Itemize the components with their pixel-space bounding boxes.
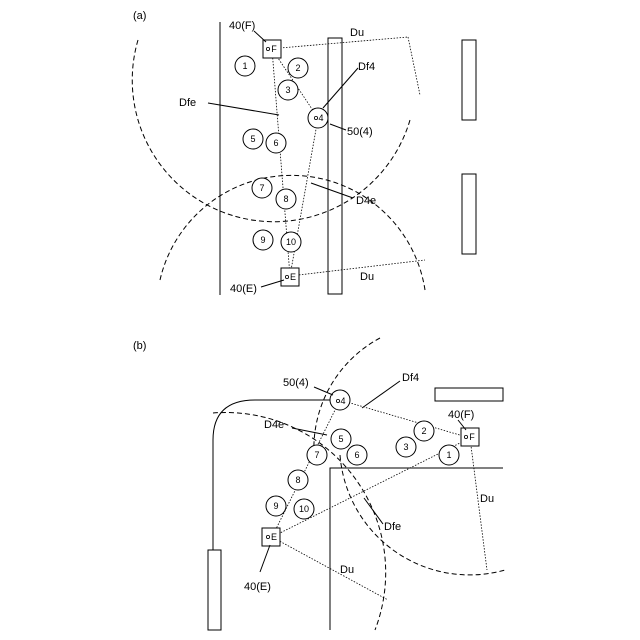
panel-a-circle-10: 10: [281, 232, 301, 252]
panel-a-label: (a): [133, 10, 146, 22]
svg-text:8: 8: [295, 475, 300, 485]
panel-b-du-bottom-label: Du: [340, 564, 354, 576]
panel-b-circle-7: 7: [307, 445, 327, 465]
svg-text:10: 10: [299, 504, 309, 514]
panel-b-label: (b): [133, 340, 146, 352]
panel-b-bottom-left-wall: [208, 550, 221, 630]
svg-text:9: 9: [260, 235, 265, 245]
svg-text:2: 2: [421, 426, 426, 436]
panel-a-device-4-label: 50(4): [347, 126, 373, 138]
panel-a-circle-6: 6: [266, 133, 286, 153]
svg-text:7: 7: [314, 450, 319, 460]
panel-b-circle-2: 2: [414, 421, 434, 441]
panel-a-circle-8: 8: [276, 189, 296, 209]
svg-text:5: 5: [250, 134, 255, 144]
panel-b-arc-f: [340, 455, 505, 575]
panel-a-circle-1: 1: [235, 56, 255, 76]
panel-b-du-right-label: Du: [480, 493, 494, 505]
svg-text:5: 5: [338, 434, 343, 444]
panel-b: (b) 1 2 3 5 6 7 8 9 10 4: [133, 338, 505, 630]
panel-b-device-e-label: 40(E): [244, 581, 271, 593]
panel-a-right-wall-top: [462, 40, 476, 120]
panel-a-d4e-label: D4e: [356, 195, 376, 207]
panel-a-du-bottom-label: Du: [360, 271, 374, 283]
panel-a-device-f-label: 40(F): [229, 20, 255, 32]
panel-b-device-4-label: 50(4): [283, 377, 309, 389]
panel-a-device-f: F: [263, 40, 281, 58]
panel-a-du-line-top-end: [408, 37, 420, 95]
panel-b-leader-4: [314, 387, 333, 395]
panel-b-leader-dfe: [364, 498, 383, 524]
panel-a-df4-label: Df4: [358, 61, 375, 73]
svg-text:1: 1: [446, 450, 451, 460]
panel-b-df4-label: Df4: [402, 372, 419, 384]
svg-text:3: 3: [285, 85, 290, 95]
panel-b-circle-10: 10: [294, 499, 314, 519]
panel-a-du-line-bottom: [290, 260, 425, 276]
svg-text:9: 9: [273, 501, 278, 511]
panel-a-circle-5: 5: [243, 129, 263, 149]
panel-a-circle-2: 2: [288, 58, 308, 78]
panel-a-dfe-label: Dfe: [179, 97, 196, 109]
panel-a-right-wall-bottom: [462, 174, 476, 254]
svg-text:6: 6: [273, 138, 278, 148]
svg-text:E: E: [290, 272, 296, 282]
svg-text:4: 4: [318, 113, 323, 123]
panel-b-top-right-wall: [435, 388, 503, 401]
panel-b-d4e-label: D4e: [264, 419, 284, 431]
svg-text:4: 4: [340, 396, 345, 406]
panel-b-device-e: E: [262, 528, 280, 546]
panel-a-center-wall: [328, 38, 342, 294]
panel-b-dfe-label: Dfe: [384, 521, 401, 533]
svg-text:1: 1: [242, 61, 247, 71]
panel-b-circle-8: 8: [288, 470, 308, 490]
panel-a-leader-dfe: [208, 103, 279, 115]
panel-b-leader-d4e: [292, 428, 327, 435]
panel-b-circle-5: 5: [331, 429, 351, 449]
panel-a: (a) 1 2 3 5 6 7 8 9 10 4: [132, 10, 476, 295]
panel-a-leader-f: [254, 31, 266, 42]
svg-text:6: 6: [354, 450, 359, 460]
panel-a-circle-9: 9: [253, 230, 273, 250]
panel-b-device-f: F: [461, 428, 479, 446]
panel-b-leader-df4: [362, 381, 400, 408]
panel-b-leader-e: [260, 545, 270, 572]
panel-a-device-4: 4: [308, 108, 328, 128]
panel-b-circle-3: 3: [396, 437, 416, 457]
panel-b-circle-6: 6: [347, 445, 367, 465]
panel-a-du-top-label: Du: [350, 27, 364, 39]
panel-a-device-e: E: [281, 268, 299, 286]
panel-b-circle-1: 1: [439, 445, 459, 465]
panel-b-circle-9: 9: [266, 496, 286, 516]
svg-text:2: 2: [295, 63, 300, 73]
svg-text:3: 3: [403, 442, 408, 452]
svg-text:F: F: [271, 44, 277, 54]
svg-text:8: 8: [283, 194, 288, 204]
svg-text:7: 7: [259, 183, 264, 193]
panel-a-du-line-top: [280, 37, 408, 48]
panel-b-device-4: 4: [330, 390, 350, 410]
panel-a-device-e-label: 40(E): [230, 283, 257, 295]
panel-a-circle-3: 3: [278, 80, 298, 100]
panel-b-device-f-label: 40(F): [448, 409, 474, 421]
panel-a-circle-7: 7: [252, 178, 272, 198]
svg-text:10: 10: [286, 237, 296, 247]
svg-text:E: E: [271, 532, 277, 542]
svg-text:F: F: [469, 432, 475, 442]
